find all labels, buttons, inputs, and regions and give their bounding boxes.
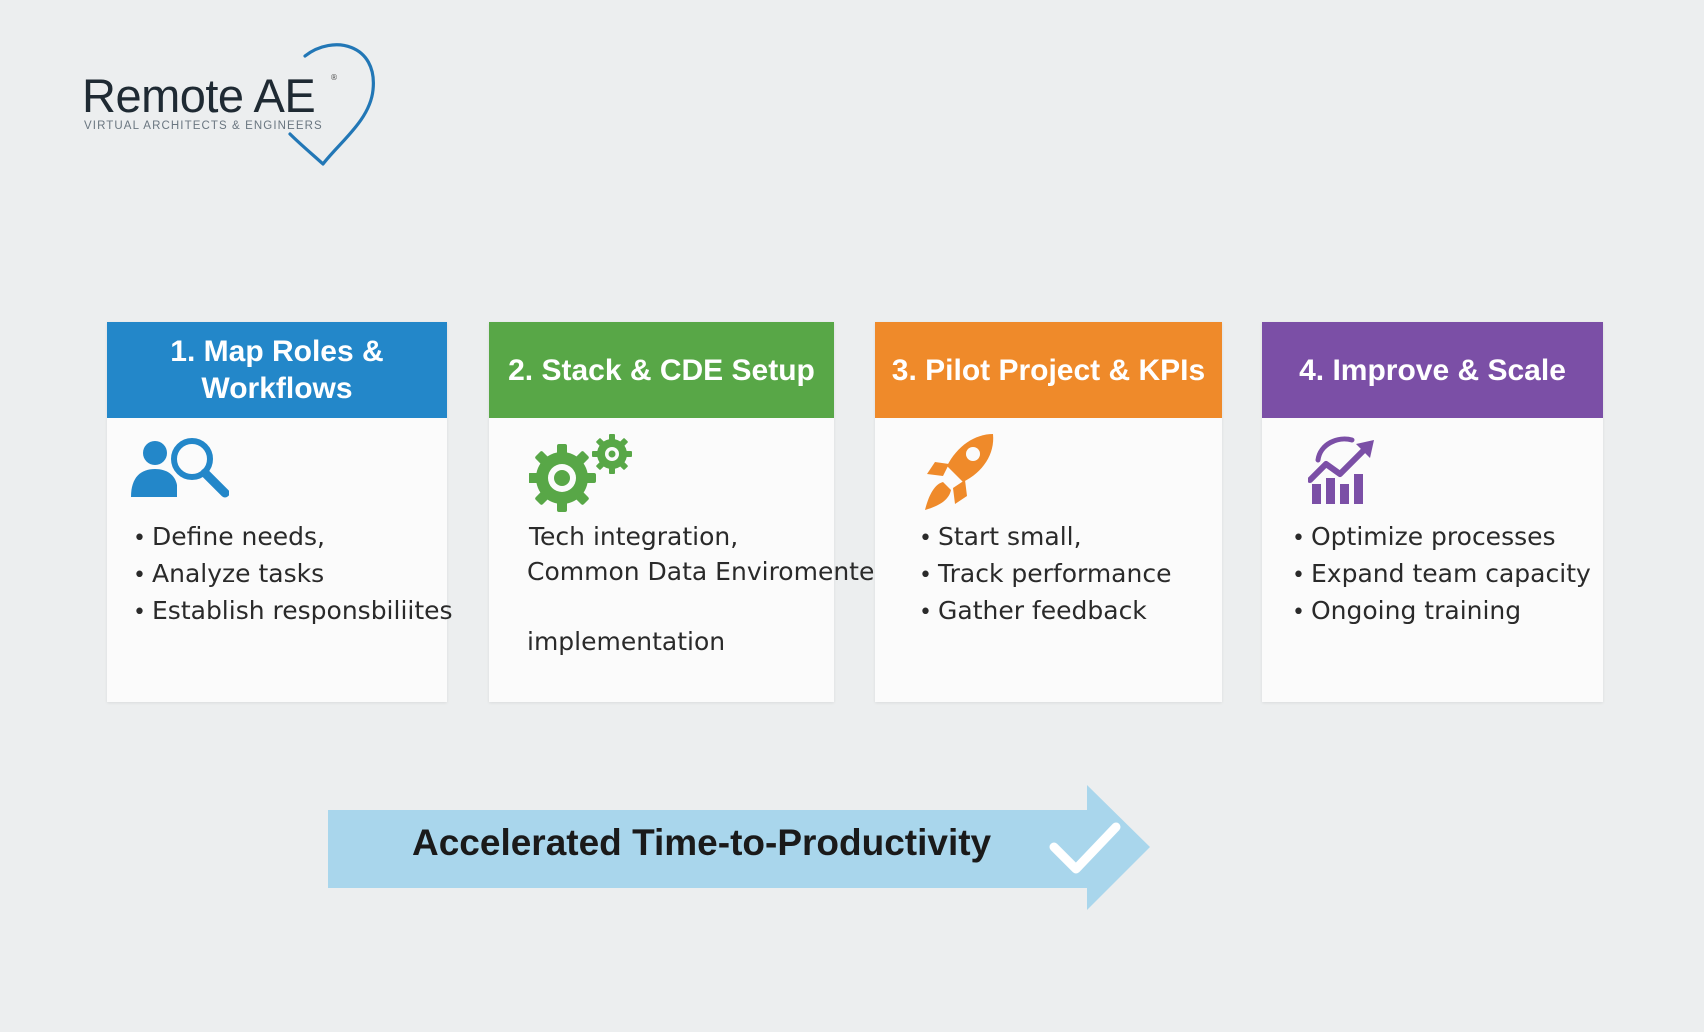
step-card-2: 2. Stack & CDE Setup bbox=[489, 322, 874, 702]
step-card-3: 3. Pilot Project & KPIs Start small, Tra… bbox=[875, 322, 1222, 702]
step-card-1-title-line1: 1. Map Roles & bbox=[170, 335, 384, 368]
banner-label: Accelerated Time-to-Productivity bbox=[412, 822, 992, 863]
list-item: Ongoing training bbox=[1292, 593, 1591, 630]
step-card-3-title: 3. Pilot Project & KPIs bbox=[891, 353, 1206, 387]
step-card-3-header: 3. Pilot Project & KPIs bbox=[875, 322, 1222, 418]
user-search-icon bbox=[131, 438, 229, 498]
list-item: Define needs, bbox=[133, 519, 453, 556]
step-card-4: 4. Improve & Scale Optimize processes Ex… bbox=[1262, 322, 1603, 702]
company-logo: Remote AE ® VIRTUAL ARCHITECTS & ENGINEE… bbox=[78, 38, 398, 173]
step-card-1-title: 1. Map Roles & Workflows bbox=[170, 333, 383, 407]
step-card-1-list: Define needs, Analyze tasks Establish re… bbox=[133, 519, 453, 630]
list-item: Track performance bbox=[919, 556, 1171, 593]
step-card-2-text-line2: Common Data Enviromente bbox=[527, 557, 875, 586]
registered-mark: ® bbox=[330, 73, 338, 82]
location-pin-icon bbox=[288, 43, 375, 166]
list-item: Establish responsbiliites bbox=[133, 593, 453, 630]
step-card-1-header: 1. Map Roles & Workflows bbox=[107, 322, 447, 418]
list-item: Start small, bbox=[919, 519, 1171, 556]
growth-chart-icon bbox=[1308, 436, 1374, 504]
step-card-4-title: 4. Improve & Scale bbox=[1299, 353, 1566, 387]
step-card-2-text-line3: implementation bbox=[527, 627, 726, 656]
step-card-2-title: 2. Stack & CDE Setup bbox=[508, 353, 815, 387]
arrow-shape bbox=[328, 785, 1150, 910]
progress-arrow-banner bbox=[328, 785, 1150, 910]
list-item: Analyze tasks bbox=[133, 556, 453, 593]
logo-tagline: VIRTUAL ARCHITECTS & ENGINEERS bbox=[84, 120, 323, 132]
list-item: Expand team capacity bbox=[1292, 556, 1591, 593]
step-card-4-list: Optimize processes Expand team capacity … bbox=[1292, 519, 1591, 630]
rocket-icon bbox=[925, 434, 994, 510]
step-card-1-title-line2: Workflows bbox=[201, 372, 353, 405]
step-card-2-header: 2. Stack & CDE Setup bbox=[489, 322, 834, 418]
checkmark-icon bbox=[1049, 822, 1121, 874]
step-card-4-header: 4. Improve & Scale bbox=[1262, 322, 1603, 418]
list-item: Gather feedback bbox=[919, 593, 1171, 630]
gears-icon bbox=[529, 434, 632, 512]
step-card-1: 1. Map Roles & Workflows Define needs, A… bbox=[107, 322, 453, 702]
logo-wordmark: Remote AE bbox=[82, 69, 316, 122]
list-item: Optimize processes bbox=[1292, 519, 1591, 556]
step-card-3-list: Start small, Track performance Gather fe… bbox=[919, 519, 1171, 630]
step-card-2-text-line1: Tech integration, bbox=[529, 522, 739, 551]
step-card-2-description: Tech integration, Common Data Enviroment… bbox=[527, 519, 875, 659]
